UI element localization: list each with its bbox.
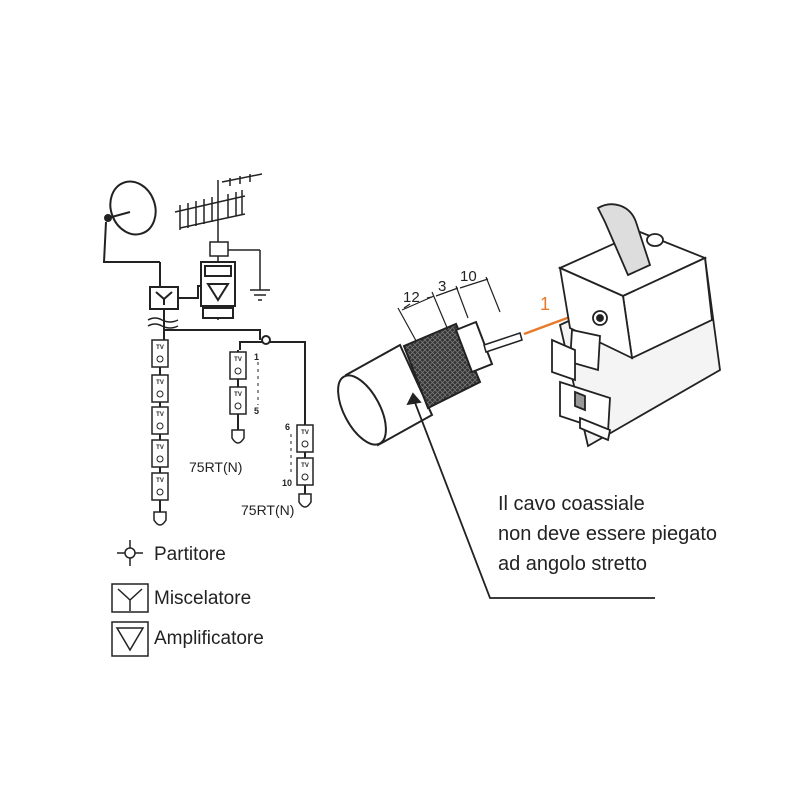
cable-assembly: 12 3 10 1 2 [337, 203, 721, 599]
socket-column-3 [296, 424, 314, 508]
amplifier-block [200, 261, 236, 319]
satellite-dish-icon [102, 180, 160, 263]
mixer-legend-icon [111, 583, 149, 613]
antenna-schematic [102, 173, 314, 526]
svg-text:TV: TV [301, 430, 309, 436]
legend-amplifier-label: Amplificatore [154, 628, 264, 649]
legend-mixer-label: Miscelatore [154, 588, 251, 609]
terminator-label-b: 75RT(N) [241, 502, 294, 518]
svg-text:TV: TV [156, 478, 164, 484]
socket-column-2 [229, 351, 247, 444]
range-b-start: 6 [285, 422, 290, 432]
svg-text:TV: TV [156, 345, 164, 351]
socket-outlets [156, 355, 309, 496]
step-1-label: 1 [540, 294, 550, 314]
mixer-block [149, 262, 202, 310]
range-a-start: 1 [254, 352, 259, 362]
dim-strip-3: 10 [460, 268, 477, 285]
range-b-end: 10 [282, 478, 292, 488]
strip-dimensions [397, 276, 501, 349]
svg-text:TV: TV [156, 412, 164, 418]
svg-text:TV: TV [301, 463, 309, 469]
dim-strip-2: 3 [438, 278, 446, 295]
terminator-label-a: 75RT(N) [189, 459, 242, 475]
legend: Partitore Miscelatore Amplificatore [111, 540, 264, 657]
svg-text:TV: TV [234, 392, 242, 398]
note-line-2: non deve essere piegato [498, 523, 717, 545]
svg-text:TV: TV [156, 380, 164, 386]
note-line-3: ad angolo stretto [498, 553, 647, 575]
socket-labels: TV TV TV TV TV TV TV TV TV [156, 345, 309, 484]
cable-note: Il cavo coassiale non deve essere piegat… [498, 493, 717, 575]
socket-column-1 [151, 339, 169, 526]
terrestrial-antenna-icon [174, 173, 270, 320]
legend-splitter-label: Partitore [154, 544, 226, 565]
note-leader [406, 392, 655, 599]
coax-cable [337, 320, 523, 447]
splitter-icon [261, 335, 271, 345]
note-line-1: Il cavo coassiale [498, 493, 645, 515]
splitter-legend-icon [117, 540, 143, 566]
amplifier-legend-icon [111, 621, 149, 657]
range-a-end: 5 [254, 406, 259, 416]
dim-strip-1: 12 [403, 289, 420, 306]
tv-socket-connector [551, 203, 721, 448]
svg-text:TV: TV [156, 445, 164, 451]
svg-text:TV: TV [234, 357, 242, 363]
